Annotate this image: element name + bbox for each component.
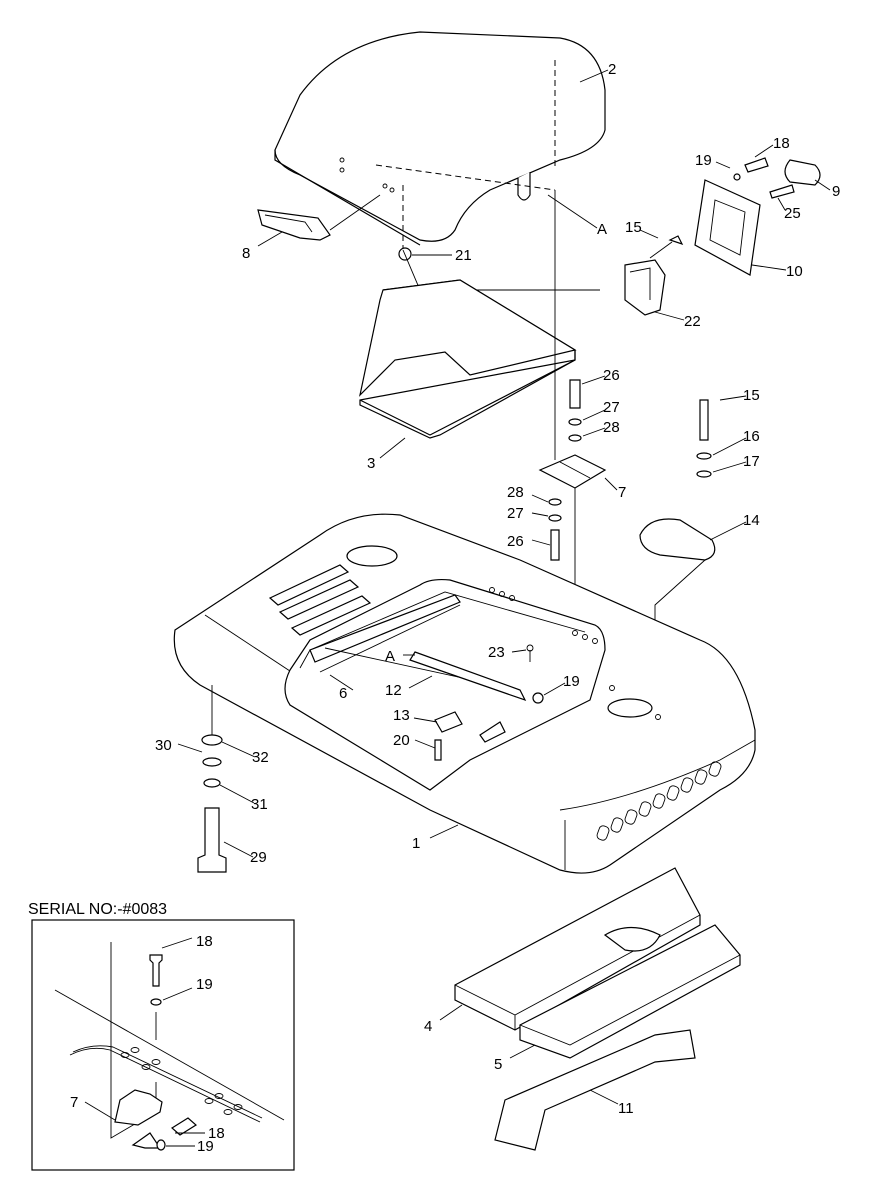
part-29-bolt: [197, 807, 227, 873]
inset-callout: 19: [196, 976, 213, 993]
part-4-pad: [454, 867, 701, 1031]
callout: 29: [250, 849, 267, 866]
inset-callout: 18: [196, 933, 213, 950]
part-7-hinge: [538, 454, 607, 489]
callout: 14: [743, 512, 760, 529]
callout: 18: [773, 135, 790, 152]
callout: 10: [786, 263, 803, 280]
part-5-pad: [519, 924, 741, 1059]
callout: 26: [603, 367, 620, 384]
inset-hinge: [114, 1089, 163, 1126]
callout: A: [385, 648, 395, 665]
part-22-lock: [624, 259, 666, 316]
callout: 20: [393, 732, 410, 749]
callout-labels: 2 18 19 9 25 8 21 A 15 10 22 26 15 27 28…: [155, 61, 840, 1117]
part-9-plate: [784, 159, 821, 186]
callout: 16: [743, 428, 760, 445]
part-1-hood: [173, 513, 756, 874]
part-26-bolt: [569, 379, 581, 409]
callout: 5: [494, 1056, 502, 1073]
inset-callout: 19: [197, 1138, 214, 1155]
callout: 28: [507, 484, 524, 501]
callout: 27: [603, 399, 620, 416]
inset-detail: 18 19 7 18 19: [31, 919, 295, 1171]
inset-callout: 18: [208, 1125, 225, 1142]
callout: 17: [743, 453, 760, 470]
inset-callout: 7: [70, 1094, 78, 1111]
callout: 12: [385, 682, 402, 699]
callout: 4: [424, 1018, 432, 1035]
callout: 15: [743, 387, 760, 404]
callout: 27: [507, 505, 524, 522]
callout: 23: [488, 644, 505, 661]
callout: 19: [695, 152, 712, 169]
callout: 26: [507, 533, 524, 550]
callout: 30: [155, 737, 172, 754]
callout: 6: [339, 685, 347, 702]
part-25-bolt: [769, 184, 795, 199]
part-10-striker-plate: [694, 179, 761, 276]
leader-lines: [177, 69, 831, 1105]
callout: 1: [412, 835, 420, 852]
part-19-washer: [733, 173, 741, 181]
part-3-pad: [358, 279, 577, 439]
callout: 25: [784, 205, 801, 222]
serial-note: SERIAL NO:-#0083: [28, 901, 167, 918]
callout: 31: [251, 796, 268, 813]
callout: 15: [625, 219, 642, 236]
part-14-cover-plate: [639, 518, 716, 561]
callout: 13: [393, 707, 410, 724]
callout: A: [597, 221, 607, 238]
callout: 32: [252, 749, 269, 766]
callout: 8: [242, 245, 250, 262]
callout: 3: [367, 455, 375, 472]
part-11-grab-rail: [494, 1029, 696, 1151]
callout: 22: [684, 313, 701, 330]
callout: 19: [563, 673, 580, 690]
part-2-top-cover: [274, 31, 606, 246]
part-12-stay: [409, 651, 527, 702]
part-18-bolt: [744, 157, 769, 173]
callout: 2: [608, 61, 616, 78]
callout: 11: [618, 1100, 634, 1117]
callout: 21: [455, 247, 472, 264]
callout: 28: [603, 419, 620, 436]
part-8-latch: [257, 209, 331, 241]
callout: 9: [832, 183, 840, 200]
callout: 7: [618, 484, 626, 501]
